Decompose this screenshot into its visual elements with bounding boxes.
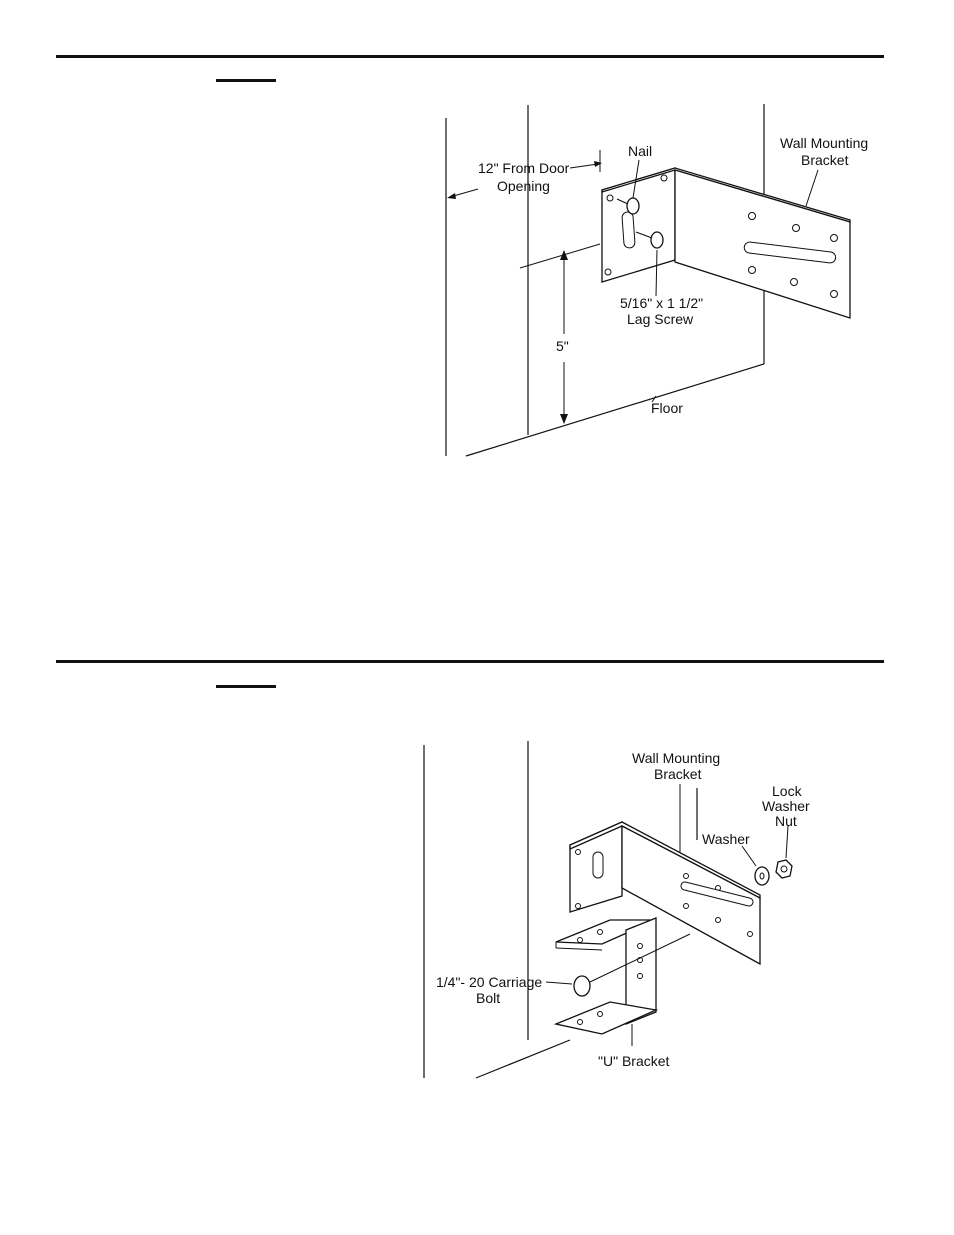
label-carriage-bolt-2: Bolt [476,990,500,1006]
label-lock-washer-nut-1: Lock [772,783,803,799]
label-lock-washer-nut-2: Washer [762,798,810,814]
label-lock-washer-nut-3: Nut [775,813,797,829]
label-wall-mounting-bracket-2-line1: Wall Mounting [632,750,720,766]
label-washer: Washer [702,831,750,847]
label-u-bracket: "U" Bracket [598,1053,670,1069]
label-wall-mounting-bracket-2-line2: Bracket [654,766,702,782]
label-carriage-bolt-1: 1/4"- 20 Carriage [436,974,542,990]
